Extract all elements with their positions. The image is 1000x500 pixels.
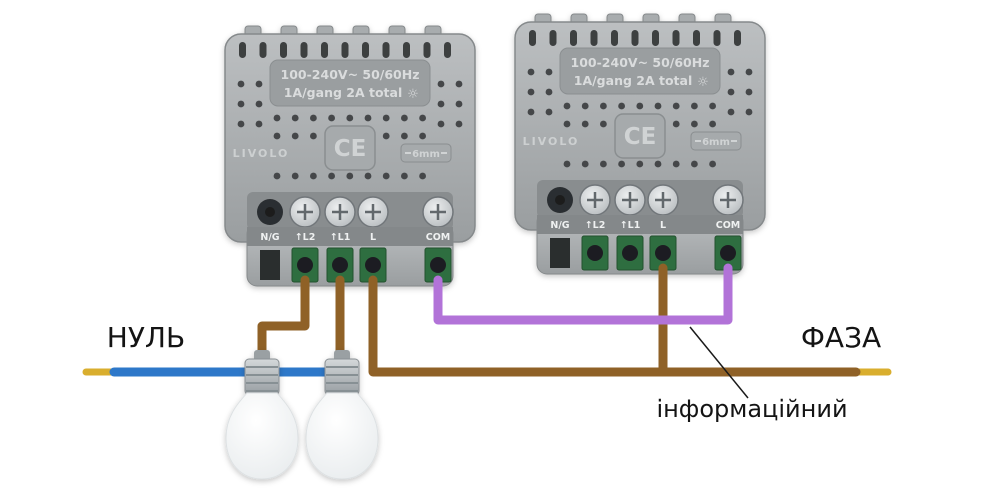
spec-panel [269,59,431,107]
brightness-icon: ☼ [407,87,419,102]
info-wire-label: інформаційний [656,395,847,423]
wire-gauge-badge: 6mm [400,143,452,163]
svg-text:6mm: 6mm [702,137,730,148]
terminal-label: COM [716,220,741,231]
light-bulb-left [225,350,299,480]
info-leader-line [689,326,749,399]
terminal-label: ↑L1 [330,232,351,243]
terminal-label-band [247,227,453,246]
vent-holes [237,42,463,180]
brightness-icon: ☼ [697,75,709,90]
wire-gauge-badge: 6mm [690,131,742,151]
terminal-label: L [370,232,376,243]
terminal-block [550,235,742,271]
spec-current: 1A/gang 2A total [284,85,403,100]
neutral-label: НУЛЬ [107,321,185,354]
terminal-label: ↑L1 [620,220,641,231]
terminal-label: N/G [260,232,279,243]
spec-current: 1A/gang 2A total [574,73,693,88]
terminal-label: COM [426,232,451,243]
brand-logo: LIVOLO [523,135,580,148]
switch-module-left: 100-240V~ 50/60Hz 1A/gang 2A total ☼ LIV… [224,25,476,287]
info-wire [433,263,733,325]
ce-mark: CE [614,113,666,159]
terminal-label: ↑L2 [585,220,606,231]
spec-voltage: 100-240V~ 50/60Hz [571,55,710,70]
light-bulb-right [305,350,379,480]
wires [82,263,892,377]
lamp-wire-left [257,275,310,367]
phase-label: ФАЗА [801,321,881,354]
terminal-screws [257,196,454,228]
terminal-label: ↑L2 [295,232,316,243]
terminal-screws [547,184,744,216]
spec-panel [559,47,721,95]
phase-wire [368,275,861,377]
ce-mark: CE [324,125,376,171]
terminal-label-band [537,215,743,234]
terminal-label: L [660,220,666,231]
spec-voltage: 100-240V~ 50/60Hz [281,67,420,82]
switch-module-right: 100-240V~ 50/60Hz 1A/gang 2A total ☼ LIV… [514,13,766,275]
svg-text:6mm: 6mm [412,149,440,160]
svg-text:CE: CE [334,136,367,162]
terminal-label: N/G [550,220,569,231]
svg-text:CE: CE [624,124,657,150]
brand-logo: LIVOLO [233,147,290,160]
terminal-block [260,247,452,283]
